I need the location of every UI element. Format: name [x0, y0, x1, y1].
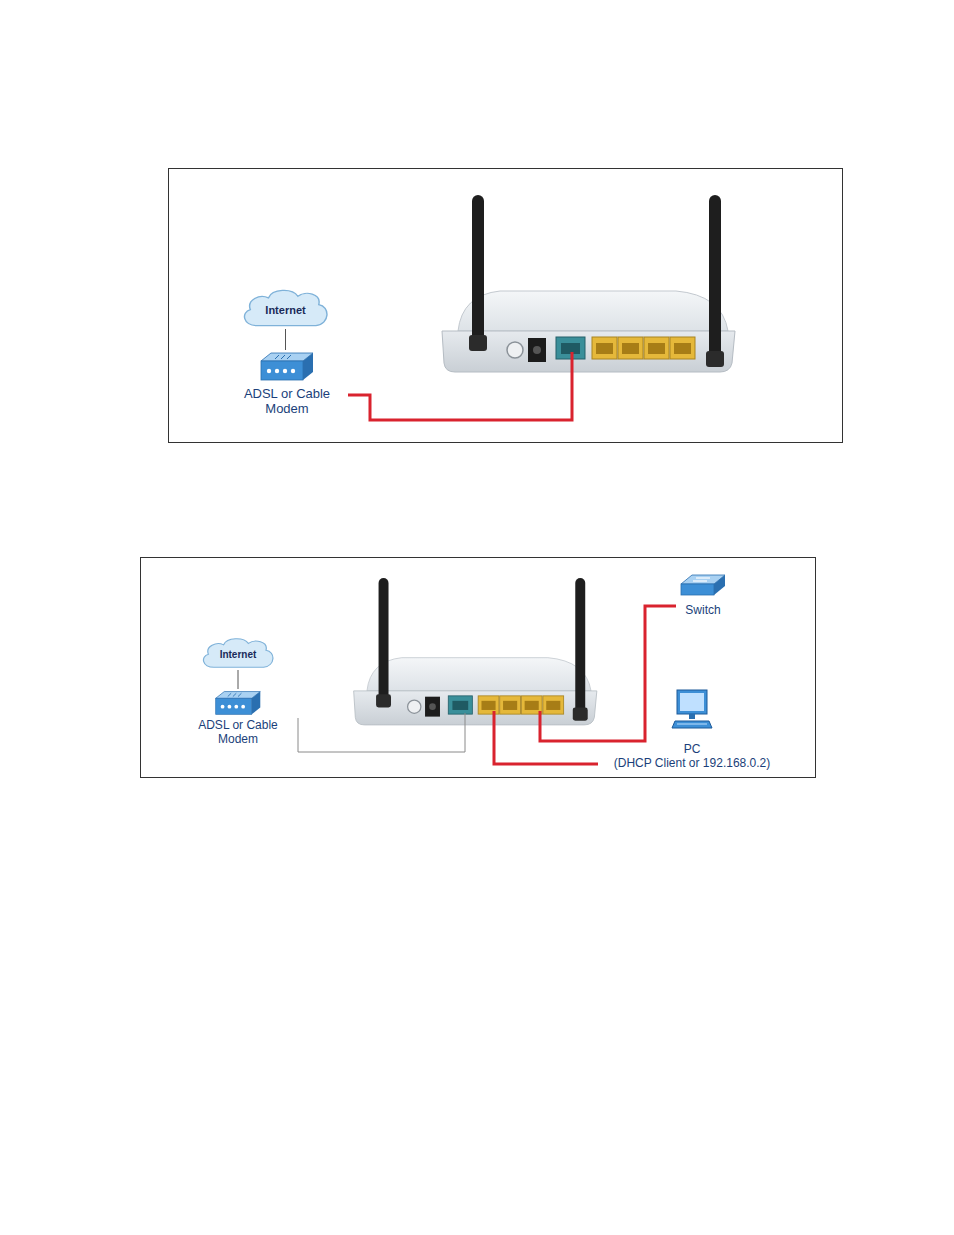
- switch-node: Switch: [668, 572, 738, 617]
- modem-node: ADSL or Cable Modem: [181, 689, 295, 746]
- lan-cable: [540, 606, 676, 741]
- wan-cable: [348, 352, 572, 420]
- pc-node: PC(DHCP Client or 192.168.0.2): [602, 688, 782, 770]
- router-illustration: [442, 195, 735, 372]
- modem-icon: [214, 689, 262, 716]
- router-illustration: [354, 578, 597, 725]
- device-label: Switch: [668, 603, 738, 617]
- pc-icon: [671, 688, 713, 730]
- internet-cloud: Internet: [198, 636, 278, 670]
- device-label: (DHCP Client or 192.168.0.2): [602, 756, 782, 770]
- link-line: [238, 670, 239, 689]
- switch-icon: [680, 572, 726, 598]
- device-label: PC: [602, 742, 782, 756]
- cloud-label: Internet: [265, 304, 305, 316]
- device-label: ADSL or Cable Modem: [230, 386, 344, 416]
- link-line: [285, 329, 286, 350]
- modem-node: ADSL or Cable Modem: [230, 350, 344, 416]
- modem-icon: [259, 350, 315, 382]
- cloud-label: Internet: [220, 649, 257, 660]
- device-label: ADSL or Cable Modem: [181, 718, 295, 746]
- figure-frame: [169, 169, 843, 443]
- lan-cable: [494, 711, 598, 764]
- internet-cloud: Internet: [238, 287, 333, 329]
- figure-frame: [141, 558, 816, 778]
- wan-cable: [298, 713, 465, 752]
